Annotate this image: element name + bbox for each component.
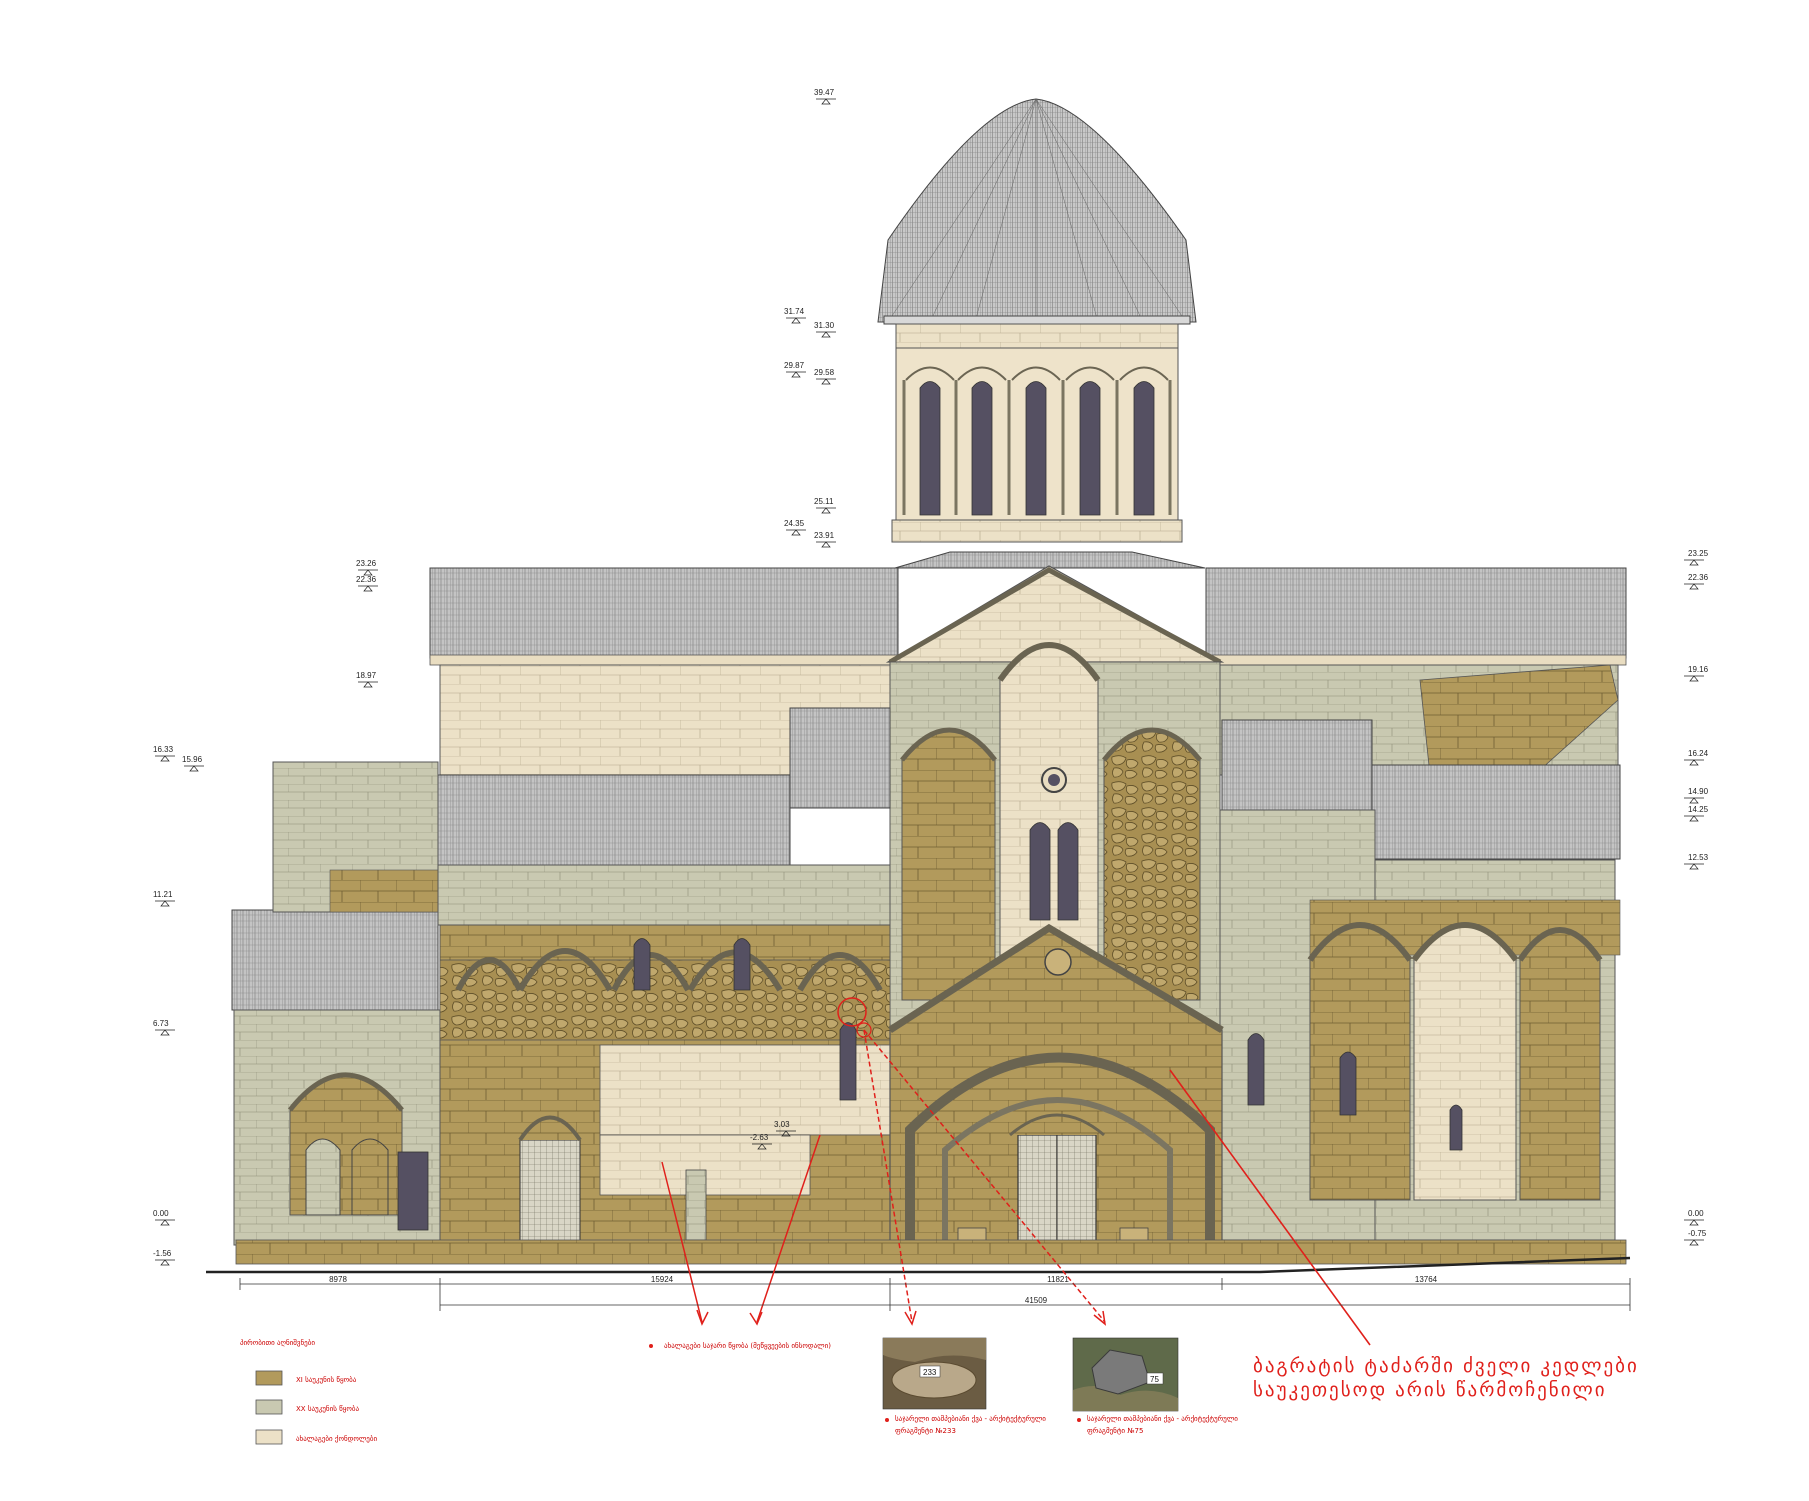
svg-text:29.87: 29.87 [784,361,805,370]
level-markers: 39.47 31.74 31.30 29.87 29.58 25.11 24.3… [153,88,1709,1266]
svg-text:23.25: 23.25 [1688,549,1709,558]
svg-text:22.36: 22.36 [356,575,377,584]
level-marker-left-low: 11.21 [153,890,175,907]
main-annotation: ბაგრატის ტაძარში ძველი კედლები საუკეთესო… [1253,1355,1639,1401]
svg-text:6.73: 6.73 [153,1019,169,1028]
photo-75-tag: 75 [1150,1375,1159,1384]
svg-text:15.96: 15.96 [182,755,203,764]
dimension-lines [239,1278,1631,1311]
dim-seg1: 8978 [329,1275,347,1284]
svg-text:ახალაგები საჯარი წყობა (მეწყვე: ახალაგები საჯარი წყობა (მეწყვეების ინსოდ… [664,1341,831,1350]
main-annotation-line-2: საუკეთესოდ არის წარმოჩენილი [1253,1379,1607,1401]
svg-text:23.26: 23.26 [356,559,377,568]
svg-text:3.03: 3.03 [774,1120,790,1129]
svg-text:XX საუკუნის წყობა: XX საუკუნის წყობა [296,1405,359,1413]
legend: პირობითი აღნიშვნები XI საუკუნის წყობა XX… [240,1338,377,1445]
svg-text:22.36: 22.36 [1688,573,1709,582]
legend-title: პირობითი აღნიშვნები [240,1338,315,1347]
level-marker-drum-upper-a: 31.74 [784,307,806,324]
svg-text:14.90: 14.90 [1688,787,1709,796]
level-marker-right-mid-a: 16.24 [1684,749,1709,766]
level-marker-left-base: -1.56 [153,1249,175,1266]
right-walls [1219,809,1621,1241]
svg-text:39.47: 39.47 [814,88,835,97]
fragment-233-caption: საჯარელი თამპებიანი ქვა - არქიტექტურული … [895,1415,1046,1435]
svg-text:29.58: 29.58 [814,368,835,377]
level-marker-drum-base-b: 24.35 [784,519,806,536]
svg-text:31.30: 31.30 [814,321,835,330]
level-marker-left-eave: 18.97 [356,671,378,688]
upper-roofs [429,551,1627,666]
main-portal [888,923,1224,1246]
level-marker-right-mid-c: 14.25 [1684,805,1709,822]
svg-text:ახალაგები ქონდოლები: ახალაგები ქონდოლები [296,1435,377,1443]
photo-233-tag: 233 [923,1368,937,1377]
ground-line [206,1239,1631,1274]
dim-total: 41509 [1025,1296,1048,1305]
left-walls [233,761,891,1246]
level-marker-right-ground: 0.00 [1684,1209,1704,1226]
svg-text:0.00: 0.00 [153,1209,169,1218]
svg-text:-1.56: -1.56 [153,1249,172,1258]
level-marker-left-ground: 0.00 [153,1209,175,1226]
legend-item-xi-century: XI საუკუნის წყობა [255,1370,357,1386]
legend-item-xx-century: XX საუკუნის წყობა [255,1399,359,1415]
svg-text:25.11: 25.11 [814,497,834,506]
svg-text:14.25: 14.25 [1688,805,1709,814]
level-marker-inner-a: 3.03 [774,1120,796,1137]
level-marker-left-porch: 6.73 [153,1019,175,1036]
level-marker-top: 39.47 [814,88,836,105]
annotation-new-stone-wall: ახალაგები საჯარი წყობა (მეწყვეების ინსოდ… [649,1341,831,1350]
dim-seg4: 13764 [1415,1275,1438,1284]
svg-text:16.33: 16.33 [153,745,174,754]
level-marker-drum-upper-b: 31.30 [814,321,836,338]
level-marker-right-roof-a: 23.25 [1684,549,1709,566]
level-marker-right-roof-b: 22.36 [1684,573,1709,590]
dim-seg2: 15924 [651,1275,674,1284]
svg-text:31.74: 31.74 [784,307,805,316]
level-marker-inner-b: -2.63 [750,1133,772,1150]
svg-text:19.16: 19.16 [1688,665,1709,674]
main-annotation-line-1: ბაგრატის ტაძარში ძველი კედლები [1253,1355,1639,1377]
svg-text:-2.63: -2.63 [750,1133,769,1142]
svg-text:12.53: 12.53 [1688,853,1709,862]
level-marker-drum-mid-b: 29.58 [814,368,836,385]
svg-text:XI საუკუნის წყობა: XI საუკუნის წყობა [296,1376,357,1384]
level-marker-left-annex-a: 16.33 [153,745,175,762]
left-arcade [439,924,891,1251]
svg-text:16.24: 16.24 [1688,749,1709,758]
svg-text:18.97: 18.97 [356,671,377,680]
level-marker-left-roof-b: 22.36 [356,575,378,592]
annotation-lines [661,997,1371,1346]
svg-text:24.35: 24.35 [784,519,805,528]
svg-text:0.00: 0.00 [1688,1209,1704,1218]
legend-item-new-fill: ახალაგები ქონდოლები [255,1429,377,1445]
level-marker-drum-base-a: 25.11 [814,497,836,514]
fragment-photo-233: 233 საჯარელი თამპებიანი ქვა - არქიტექტურ… [882,1337,1046,1435]
dome [877,98,1197,325]
right-roofs [1221,719,1621,860]
dim-seg3: 11821 [1047,1275,1069,1284]
level-marker-drum-mid-a: 29.87 [784,361,806,378]
svg-text:23.91: 23.91 [814,531,835,540]
drum-windows [919,381,1155,516]
level-marker-left-annex-b: 15.96 [182,755,204,772]
level-marker-right-low: 12.53 [1684,853,1709,870]
svg-text:-0.75: -0.75 [1688,1229,1707,1238]
level-marker-drum-base-c: 23.91 [814,531,836,548]
level-marker-right-mid-b: 14.90 [1684,787,1709,804]
drum [891,323,1183,543]
level-marker-right-eave: 19.16 [1684,665,1709,682]
level-marker-right-base: -0.75 [1684,1229,1707,1246]
level-marker-left-roof-a: 23.26 [356,559,378,576]
fragment-photo-75: 75 საჯარელი თამპებიანი ქვა - არქიტექტურუ… [1072,1337,1238,1435]
fragment-75-caption: საჯარელი თამპებიანი ქვა - არქიტექტურული … [1087,1415,1238,1435]
drum-arcade [902,366,1172,515]
dimension-labels: 8978 15924 11821 13764 41509 [329,1275,1438,1305]
svg-text:11.21: 11.21 [153,890,173,899]
